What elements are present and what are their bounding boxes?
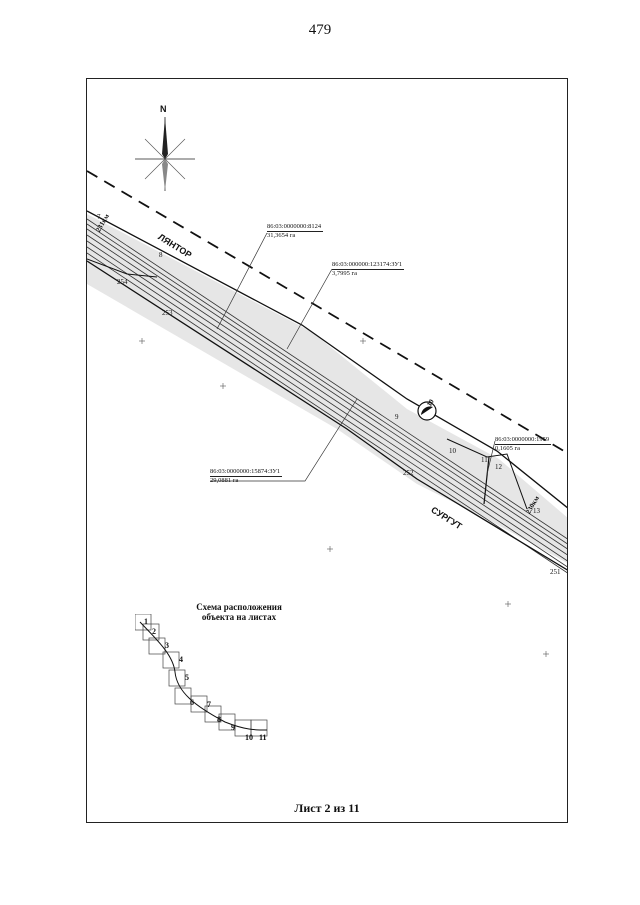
map-drawing[interactable] <box>87 79 568 823</box>
scheme-sheet-3: 3 <box>165 641 169 650</box>
point-13: 13 <box>533 507 540 515</box>
parcel-area: 0,1605 га <box>495 445 521 452</box>
sheet-layout-scheme[interactable] <box>135 614 285 744</box>
point-251: 251 <box>550 568 561 576</box>
parcel-label-3[interactable]: 86:03:0000000:15874:ЗУ1 29,0881 га <box>210 468 283 485</box>
point-252: 252 <box>403 469 414 477</box>
scheme-sheet-10: 10 <box>245 733 253 742</box>
point-12: 12 <box>495 463 502 471</box>
scheme-sheet-2: 2 <box>152 627 156 636</box>
parcel-label-2[interactable]: 86:03:000000:123174:ЗУ1 3,7995 га <box>332 261 405 278</box>
parcel-area: 31,3654 га <box>267 232 296 239</box>
scheme-sheet-9: 9 <box>231 723 235 732</box>
corridor-boundary-upper <box>87 170 567 454</box>
scheme-sheet-4: 4 <box>179 655 183 664</box>
point-9: 9 <box>395 413 399 421</box>
scheme-title-line1: Схема расположения <box>196 602 282 612</box>
page-number: 479 <box>308 22 332 38</box>
scheme-sheet-5: 5 <box>185 673 189 682</box>
compass-rose-icon <box>135 117 195 191</box>
scheme-sheet-8: 8 <box>217 715 221 724</box>
scheme-sheet-6: 6 <box>190 698 194 707</box>
point-253: 253 <box>162 309 173 317</box>
scheme-title: Схема расположения объекта на листах <box>179 602 299 622</box>
parcel-number: 86:03:0000000:1959 <box>495 436 552 445</box>
road <box>87 218 567 574</box>
sheet-label: Лист 2 из 11 <box>294 801 360 815</box>
parcel-label-4[interactable]: 86:03:0000000:1959 0,1605 га <box>495 436 552 453</box>
parcel-number: 86:03:000000:123174:ЗУ1 <box>332 261 405 270</box>
point-11: 11 <box>481 456 488 464</box>
scheme-sheet-1: 1 <box>144 617 148 626</box>
scheme-title-line2: объекта на листах <box>201 612 277 622</box>
parcel-label-1[interactable]: 86:03:0000000:8124 31,3654 га <box>267 223 324 240</box>
scheme-sheet-11: 11 <box>259 733 267 742</box>
point-254: 254 <box>117 278 128 286</box>
parcel-number: 86:03:0000000:15874:ЗУ1 <box>210 468 283 477</box>
parcel-area: 3,7995 га <box>332 270 358 277</box>
map-frame[interactable]: N ЛЯНТОР СУРГУТ 231км 230км 7 8 9 10 11 … <box>86 78 568 823</box>
north-label: N <box>160 104 167 114</box>
point-7: 7 <box>97 213 101 221</box>
point-8: 8 <box>159 251 163 259</box>
parcel-area: 29,0881 га <box>210 477 239 484</box>
parcel-number: 86:03:0000000:8124 <box>267 223 324 232</box>
point-10: 10 <box>449 447 456 455</box>
scheme-sheet-7: 7 <box>207 700 211 709</box>
